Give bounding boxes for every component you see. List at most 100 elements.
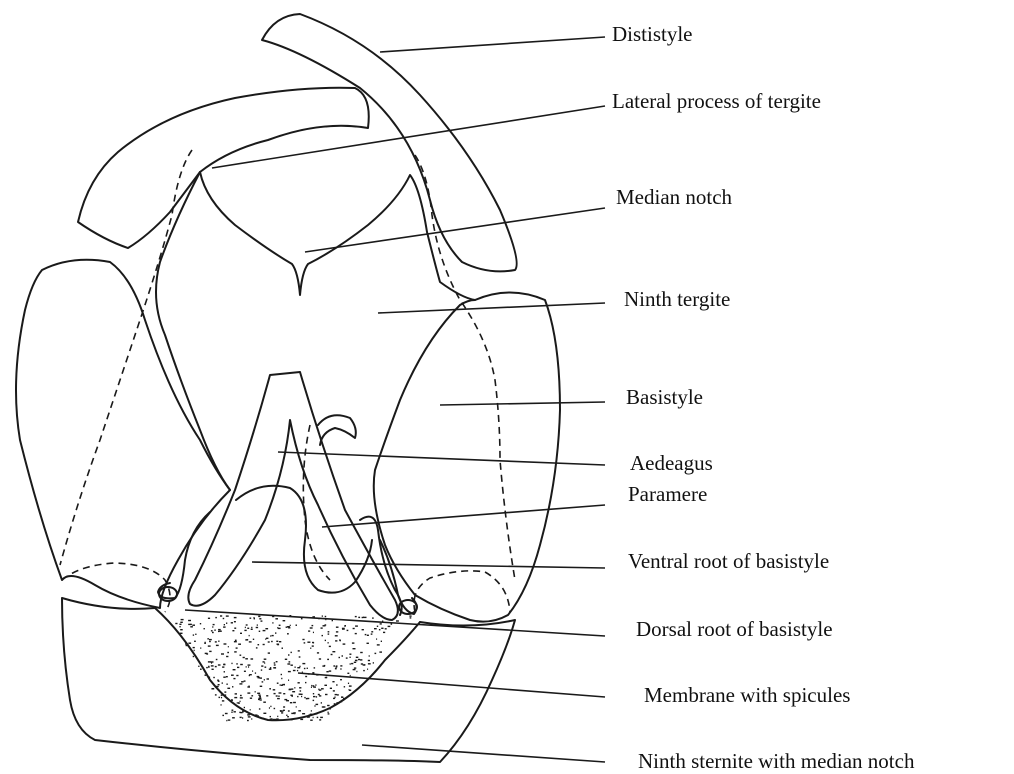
spicule-dot xyxy=(181,619,184,620)
spicule-dot xyxy=(301,618,303,619)
spicule-dot xyxy=(258,694,260,695)
label-lateral-process: Lateral process of tergite xyxy=(612,89,821,113)
spicule-dot xyxy=(262,681,264,682)
spicule-dot xyxy=(305,676,307,677)
spicule-dot xyxy=(218,629,221,630)
spicule-dot xyxy=(180,629,183,630)
spicule-dot xyxy=(175,623,177,624)
spicule-dot xyxy=(327,659,329,660)
spicule-dot xyxy=(215,666,217,667)
spicule-dot xyxy=(226,684,227,685)
spicule-dot xyxy=(211,661,214,662)
spicule-dot xyxy=(334,703,336,704)
spicule-dot xyxy=(258,644,260,645)
spicule-dot xyxy=(310,627,313,628)
paramere-hook-shape xyxy=(318,415,356,445)
spicule-dot xyxy=(263,702,266,703)
spicule-dot xyxy=(209,641,211,642)
spicule-dot xyxy=(292,696,293,697)
spicule-dot xyxy=(335,694,337,695)
spicule-dot xyxy=(270,667,271,668)
spicule-dot xyxy=(227,688,230,689)
spicule-dot xyxy=(247,686,250,687)
spicule-dot xyxy=(257,693,260,694)
spicule-dot xyxy=(225,713,228,714)
spicule-dot xyxy=(204,643,206,644)
spicule-dot xyxy=(272,622,273,623)
spicule-dot xyxy=(219,631,222,632)
spicule-dot xyxy=(340,665,342,666)
spicule-dot xyxy=(265,628,268,629)
spicule-dot xyxy=(226,656,228,657)
spicule-dot xyxy=(277,698,280,699)
spicule-dot xyxy=(274,708,276,709)
leader-ninth-sternite xyxy=(362,745,605,762)
spicule-dot xyxy=(250,698,252,699)
spicule-dot xyxy=(250,709,251,710)
spicule-dot xyxy=(297,667,300,668)
spicule-dot xyxy=(332,681,334,682)
spicule-dot xyxy=(221,695,223,696)
spicule-dot xyxy=(328,631,330,632)
spicule-dot xyxy=(358,659,360,660)
spicule-dot xyxy=(255,691,256,692)
spicule-dot xyxy=(299,666,300,667)
spicule-dot xyxy=(373,662,374,663)
spicule-dot xyxy=(211,630,213,631)
spicule-dot xyxy=(307,668,308,669)
spicule-dot xyxy=(246,666,247,667)
leader-median-notch xyxy=(305,208,605,252)
spicule-dot xyxy=(231,700,233,701)
spicule-dot xyxy=(240,712,242,713)
spicule-dot xyxy=(391,623,393,624)
spicule-dot xyxy=(188,620,191,621)
spicule-dot xyxy=(192,625,195,626)
spicule-dot xyxy=(221,653,224,654)
spicule-dot xyxy=(258,616,260,617)
spicule-dot xyxy=(213,677,215,678)
spicule-dot xyxy=(339,657,341,658)
label-paramere: Paramere xyxy=(628,482,707,506)
aedeagus-shape xyxy=(188,372,398,620)
spicule-dot xyxy=(380,623,382,624)
spicule-dot xyxy=(221,704,222,705)
spicule-dot xyxy=(259,618,261,619)
spicule-dot xyxy=(336,627,339,628)
spicule-dot xyxy=(245,627,246,628)
spicule-dot xyxy=(283,693,285,694)
spicule-dot xyxy=(212,626,213,627)
spicule-dot xyxy=(326,677,328,678)
spicule-dot xyxy=(270,706,271,707)
spicule-dot xyxy=(299,656,301,657)
spicule-dot xyxy=(388,626,391,627)
spicule-dot xyxy=(248,666,249,667)
spicule-dot xyxy=(329,670,332,671)
spicule-dot xyxy=(304,697,305,698)
spicule-dot xyxy=(307,698,310,699)
spicule-dot xyxy=(244,630,246,631)
spicule-dot xyxy=(354,662,356,663)
spicule-dot xyxy=(377,626,378,627)
spicule-dot xyxy=(200,669,202,670)
spicule-dot xyxy=(321,688,324,689)
spicule-dot xyxy=(208,677,210,678)
spicule-dot xyxy=(312,625,314,626)
spicule-dot xyxy=(271,718,272,719)
spicule-dot xyxy=(304,642,306,643)
label-membrane: Membrane with spicules xyxy=(644,683,850,707)
spicule-dot xyxy=(276,661,278,662)
spicule-dot xyxy=(240,633,242,634)
spicule-dot xyxy=(215,694,217,695)
spicule-dot xyxy=(272,635,274,636)
spicule-dot xyxy=(216,645,219,646)
spicule-dot xyxy=(180,622,183,623)
spicule-dot xyxy=(179,626,180,627)
spicule-dot xyxy=(409,615,411,616)
spicule-dot xyxy=(273,689,276,690)
spicule-dot xyxy=(327,705,330,706)
spicule-dot xyxy=(223,664,225,665)
spicule-dot xyxy=(222,682,223,683)
spicule-dot xyxy=(256,627,258,628)
spicule-dot xyxy=(376,638,377,639)
spicule-dot xyxy=(385,628,387,629)
